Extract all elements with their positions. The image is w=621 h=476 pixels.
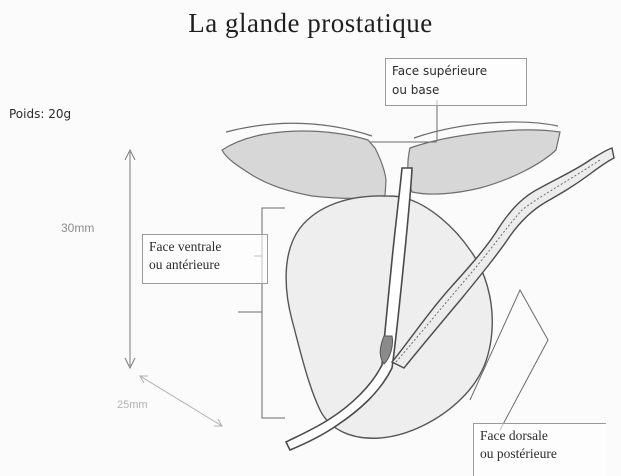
superior-face-line1: Face supérieure bbox=[392, 62, 520, 81]
height-dimension-arrow bbox=[125, 150, 135, 368]
ventral-face-label: Face ventrale ou antérieure bbox=[142, 234, 268, 284]
superior-leader bbox=[370, 100, 437, 142]
ventral-face-line2: ou antérieure bbox=[149, 256, 261, 274]
bladder-base bbox=[222, 131, 386, 198]
dorsal-face-line1: Face dorsale bbox=[480, 427, 600, 445]
superior-face-line2: ou base bbox=[392, 81, 520, 100]
bladder-base-right bbox=[408, 130, 560, 194]
ventral-face-line1: Face ventrale bbox=[149, 238, 261, 256]
superior-face-label: Face supérieure ou base bbox=[385, 58, 527, 106]
height-dimension-label: 30mm bbox=[61, 221, 94, 235]
depth-dimension-arrow bbox=[140, 376, 222, 426]
dorsal-face-line2: ou postérieure bbox=[480, 445, 600, 463]
dorsal-face-label: Face dorsale ou postérieure bbox=[473, 423, 606, 476]
depth-dimension-label: 25mm bbox=[117, 399, 148, 411]
